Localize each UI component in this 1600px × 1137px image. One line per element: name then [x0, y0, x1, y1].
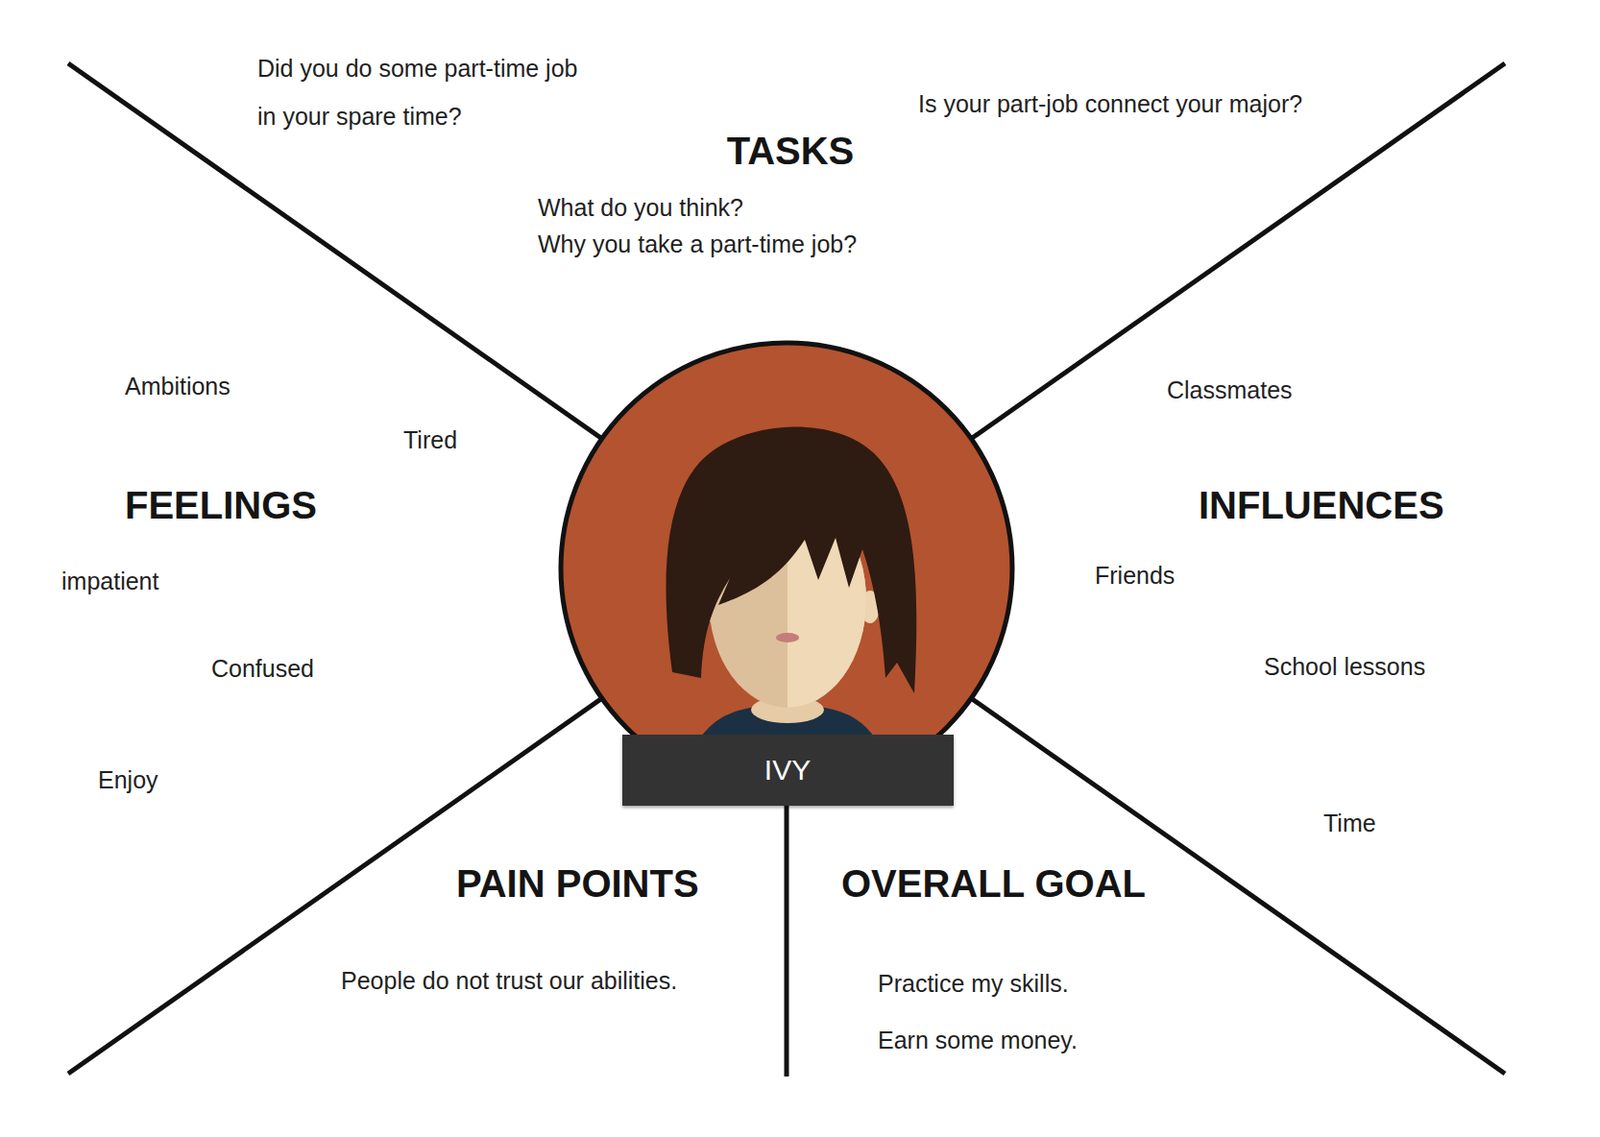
divider-line [784, 797, 790, 1077]
avatar-hair [665, 426, 917, 694]
influence-word: School lessons [1263, 649, 1426, 684]
section-heading: INFLUENCES [1198, 482, 1445, 529]
section-heading: OVERALL GOAL [841, 860, 1146, 907]
name-label: IVY [764, 752, 811, 788]
pain-point: People do not trust our abilities. [340, 963, 678, 998]
influence-word: Friends [1094, 557, 1175, 593]
feeling-word: Enjoy [97, 762, 159, 798]
task-question: Why you take a part-time job? [537, 226, 857, 262]
name-plate: IVY [622, 734, 954, 806]
task-question: Is your part-job connect your major? [918, 86, 1303, 122]
task-question: What do you think? [537, 190, 744, 225]
influence-word: Classmates [1166, 372, 1293, 408]
feeling-word: Confused [211, 651, 315, 686]
section-heading: TASKS [727, 127, 855, 174]
feeling-word: Ambitions [124, 368, 231, 404]
avatar-mouth [775, 632, 800, 643]
task-question: Did you do some part-time job in your sp… [257, 44, 584, 141]
section-heading: FEELINGS [124, 482, 317, 529]
influence-word: Time [1323, 805, 1377, 841]
feeling-word: Tired [403, 422, 458, 458]
feeling-word: impatient [61, 563, 159, 599]
goal-item: Earn some money. [877, 1022, 1078, 1058]
section-heading: PAIN POINTS [456, 860, 700, 907]
goal-item: Practice my skills. [877, 966, 1069, 1001]
